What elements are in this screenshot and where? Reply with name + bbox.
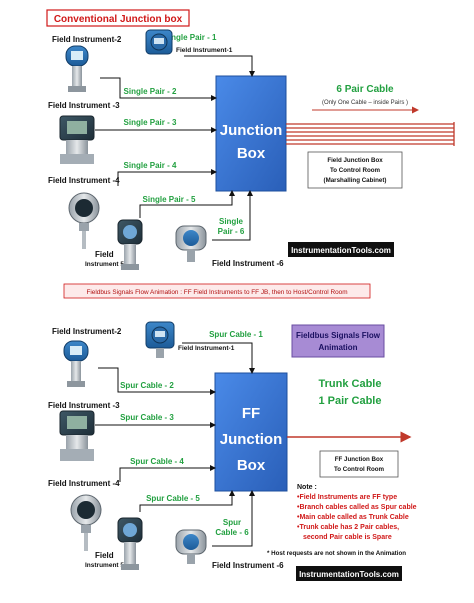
- junction-box: [215, 75, 287, 192]
- ff-jb-label-3: Box: [237, 457, 266, 474]
- pair-6-label-a: Single: [219, 217, 244, 226]
- bottom-instrument-2-icon: [63, 340, 89, 387]
- pair-4-label: Single Pair - 4: [124, 161, 177, 170]
- top-watermark-box: [288, 242, 394, 257]
- bottom-fi5-label-b: Instrument 5: [85, 562, 124, 569]
- spur-6-label-b: Cable - 6: [215, 528, 249, 537]
- bottom-watermark-box: [296, 566, 402, 581]
- top-title: Conventional Junction box: [54, 14, 183, 25]
- bottom-instrument-3-icon: [59, 410, 95, 461]
- top-fi5-label-b: Instrument 5: [85, 261, 124, 268]
- ff-junction-box: [214, 372, 288, 492]
- top-fi6-label: Field Instrument -6: [212, 259, 284, 268]
- bottom-fi6-label: Field Instrument -6: [212, 561, 284, 570]
- middle-caption-box: [63, 283, 371, 299]
- trunk-label-2: 1 Pair Cable: [319, 395, 382, 407]
- top-fi5-label-a: Field: [95, 250, 114, 259]
- spur-4-label: Spur Cable - 4: [130, 457, 184, 466]
- note-title: Note :: [297, 484, 317, 491]
- top-instrument-5-icon: [117, 219, 143, 270]
- bottom-fi2-label: Field Instrument-2: [52, 327, 122, 336]
- dest-line-2: To Control Room: [330, 167, 381, 174]
- pair-2-label: Single Pair - 2: [124, 87, 177, 96]
- spur-2-label: Spur Cable - 2: [120, 381, 174, 390]
- note-5: second Pair cable is Spare: [303, 534, 392, 541]
- bottom-title-1: Fieldbus Signals Flow: [296, 331, 381, 340]
- ff-destination-box: [319, 450, 399, 478]
- bottom-instrument-5-icon: [117, 517, 143, 570]
- footnote: * Host requests are not shown in the Ani…: [267, 550, 406, 557]
- cable-subtitle: (Only One Cable – inside Pairs ): [322, 100, 408, 106]
- destination-box: [307, 151, 403, 189]
- top-instrument-3-icon: [59, 115, 95, 164]
- top-connections: [95, 55, 255, 241]
- dest-line-3: (Marshalling Cabinet): [324, 177, 387, 184]
- pair-5-label: Single Pair - 5: [143, 195, 196, 204]
- note-4: •Trunk cable has 2 Pair cables,: [297, 524, 399, 531]
- top-fi3-label: Field Instrument -3: [48, 101, 120, 110]
- pair-6-label-b: Pair - 6: [218, 227, 245, 236]
- note-2: •Branch cables called as Spur cable: [297, 504, 417, 511]
- middle-caption: Fieldbus Signals Flow Animation : FF Fie…: [86, 289, 347, 296]
- trunk-label-1: Trunk Cable: [319, 378, 382, 390]
- top-watermark: InstrumentationTools.com: [291, 246, 391, 255]
- ff-jb-label-1: FF: [242, 405, 260, 422]
- bottom-instrument-4-icon: [70, 494, 102, 551]
- top-instrument-1-icon: [145, 29, 173, 55]
- bottom-instrument-1-icon: [145, 321, 175, 358]
- cable-title: 6 Pair Cable: [336, 84, 394, 95]
- bottom-fi4-label: Field Instrument -4: [48, 479, 120, 488]
- pair-3-label: Single Pair - 3: [124, 118, 177, 127]
- junction-box-label-1: Junction: [220, 122, 283, 139]
- bottom-fi5-label-a: Field: [95, 551, 114, 560]
- ff-dest-line-2: To Control Room: [334, 466, 385, 473]
- dest-line-1: Field Junction Box: [327, 157, 383, 164]
- bottom-connections: [95, 342, 255, 547]
- junction-box-label-2: Box: [237, 145, 266, 162]
- ff-jb-label-2: Junction: [220, 431, 283, 448]
- bottom-watermark: InstrumentationTools.com: [299, 570, 399, 579]
- spur-5-label: Spur Cable - 5: [146, 494, 200, 503]
- top-fi2-label: Field Instrument-2: [52, 35, 122, 44]
- spur-3-label: Spur Cable - 3: [120, 413, 174, 422]
- top-title-box: [46, 9, 190, 27]
- bottom-title-box: [291, 324, 385, 358]
- bottom-instrument-6-icon: [175, 529, 207, 564]
- ff-dest-line-1: FF Junction Box: [335, 456, 384, 463]
- bottom-fi1-label: Field Instrument-1: [178, 345, 235, 352]
- six-pair-cable: [286, 122, 455, 146]
- top-fi1-label: Field Instrument-1: [176, 47, 233, 54]
- pair-1-label: Single Pair - 1: [164, 33, 217, 42]
- top-instrument-4-icon: [68, 192, 100, 249]
- spur-6-label-a: Spur: [223, 518, 241, 527]
- spur-1-label: Spur Cable - 1: [209, 330, 263, 339]
- top-instrument-2-icon: [65, 45, 89, 92]
- top-instrument-6-icon: [175, 225, 207, 262]
- top-fi4-label: Field Instrument -4: [48, 176, 120, 185]
- bottom-fi3-label: Field Instrument -3: [48, 401, 120, 410]
- note-3: •Main cable called as Trunk Cable: [297, 514, 409, 521]
- bottom-title-2: Animation: [318, 343, 357, 352]
- note-1: •Field Instruments are FF type: [297, 494, 397, 501]
